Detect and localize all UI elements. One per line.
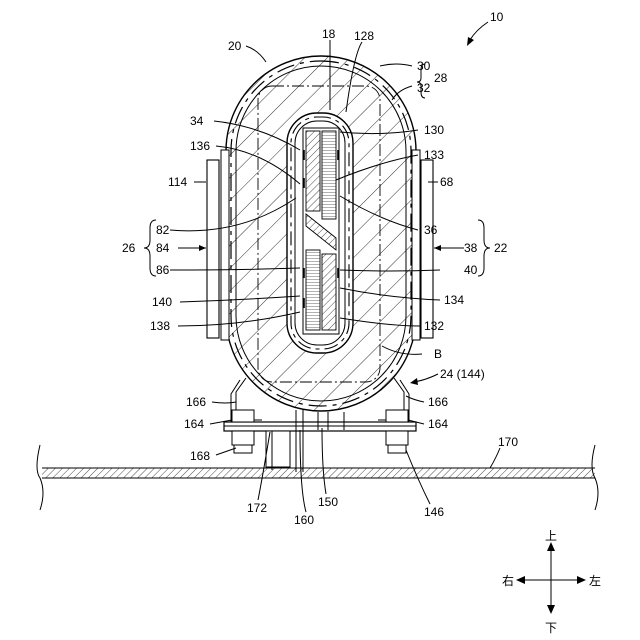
- label-68: 68: [440, 175, 454, 189]
- label-164-right: 164: [428, 417, 448, 431]
- label-10: 10: [490, 10, 504, 24]
- label-172: 172: [247, 501, 267, 515]
- label-down: 下: [545, 621, 557, 635]
- label-26: 26: [122, 241, 136, 255]
- label-130: 130: [424, 123, 444, 137]
- label-133: 133: [424, 148, 444, 162]
- label-38: 38: [464, 241, 478, 255]
- label-B: B: [434, 347, 442, 361]
- label-150: 150: [318, 495, 338, 509]
- label-up: 上: [545, 529, 557, 543]
- label-164-left: 164: [184, 417, 204, 431]
- label-34: 34: [190, 114, 204, 128]
- label-18: 18: [322, 27, 336, 41]
- label-132: 132: [424, 319, 444, 333]
- direction-indicator: [516, 542, 586, 614]
- label-left-side: 右: [502, 573, 514, 588]
- label-146: 146: [424, 505, 444, 519]
- label-166-left: 166: [186, 395, 206, 409]
- label-114: 114: [168, 175, 187, 189]
- label-82: 82: [156, 223, 170, 237]
- label-22: 22: [494, 241, 508, 255]
- label-24-144: 24 (144): [440, 367, 485, 381]
- label-84: 84: [156, 241, 170, 255]
- label-30: 30: [417, 59, 431, 73]
- label-134: 134: [444, 293, 464, 307]
- label-86: 86: [156, 263, 170, 277]
- core-slot: [287, 113, 353, 353]
- label-36: 36: [424, 223, 438, 237]
- label-40: 40: [464, 263, 478, 277]
- label-168: 168: [190, 449, 210, 463]
- label-128: 128: [354, 29, 374, 43]
- label-32: 32: [417, 81, 431, 95]
- label-28: 28: [434, 71, 448, 85]
- label-170: 170: [498, 435, 518, 449]
- label-166-right: 166: [428, 395, 448, 409]
- label-right-side: 左: [589, 573, 601, 588]
- label-160: 160: [294, 513, 314, 527]
- label-136: 136: [190, 139, 210, 153]
- label-20: 20: [228, 39, 242, 53]
- label-140: 140: [152, 295, 172, 309]
- label-138: 138: [150, 319, 170, 333]
